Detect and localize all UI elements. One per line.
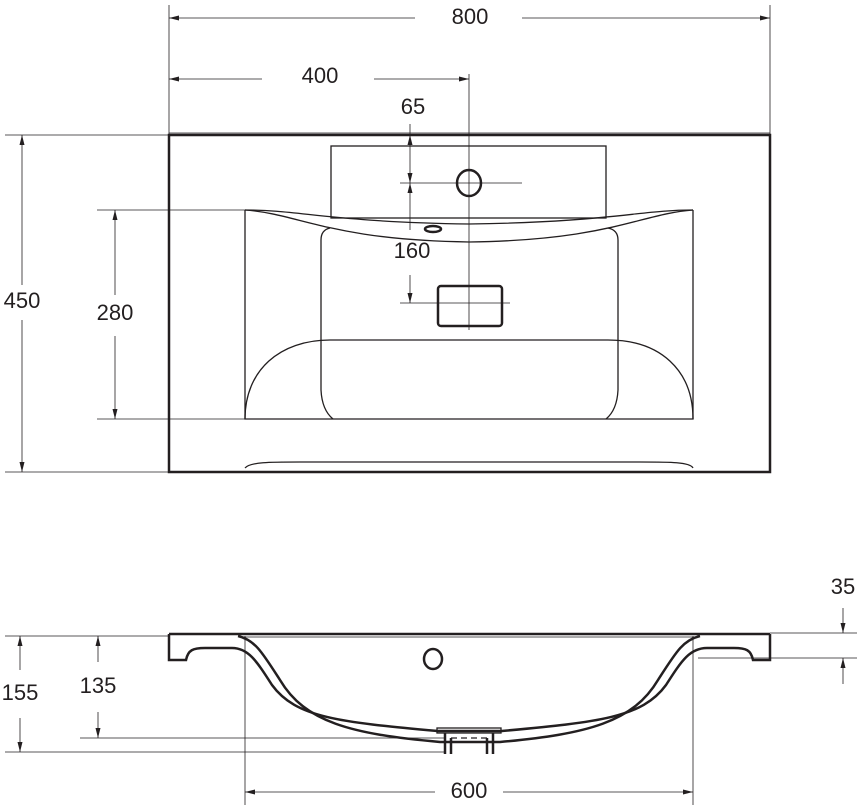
- dim-total-height: 155: [2, 680, 39, 705]
- front-lip: [244, 461, 694, 469]
- dim-rim-thickness: 35: [831, 574, 855, 599]
- dim-half-width: 400: [302, 63, 339, 88]
- dim-basin-height: 135: [80, 673, 117, 698]
- overflow-hole-side: [422, 647, 444, 671]
- dim-basin-depth: 280: [97, 300, 134, 325]
- basin-inner-wall: [231, 646, 708, 733]
- faucet-deck: [330, 145, 607, 219]
- countertop-outline: [167, 133, 772, 474]
- dim-basin-width: 600: [451, 778, 488, 803]
- right-flange: [707, 634, 772, 662]
- top-view: 800 400 65 160 450 280: [4, 4, 772, 474]
- dim-faucet-offset: 65: [401, 94, 425, 119]
- basin-front-curve: [244, 339, 694, 420]
- left-flange: [167, 634, 232, 662]
- dim-overall-width: 800: [452, 4, 489, 29]
- drain: [436, 284, 504, 328]
- drain-flange: [436, 727, 502, 734]
- side-view: 35 155 135 600: [2, 574, 857, 805]
- overflow-hole: [423, 224, 443, 234]
- dim-drain-offset: 160: [394, 238, 431, 263]
- dim-overall-depth: 450: [4, 288, 41, 313]
- basin-outline: [244, 210, 694, 420]
- basin-outer-wall: [237, 634, 701, 744]
